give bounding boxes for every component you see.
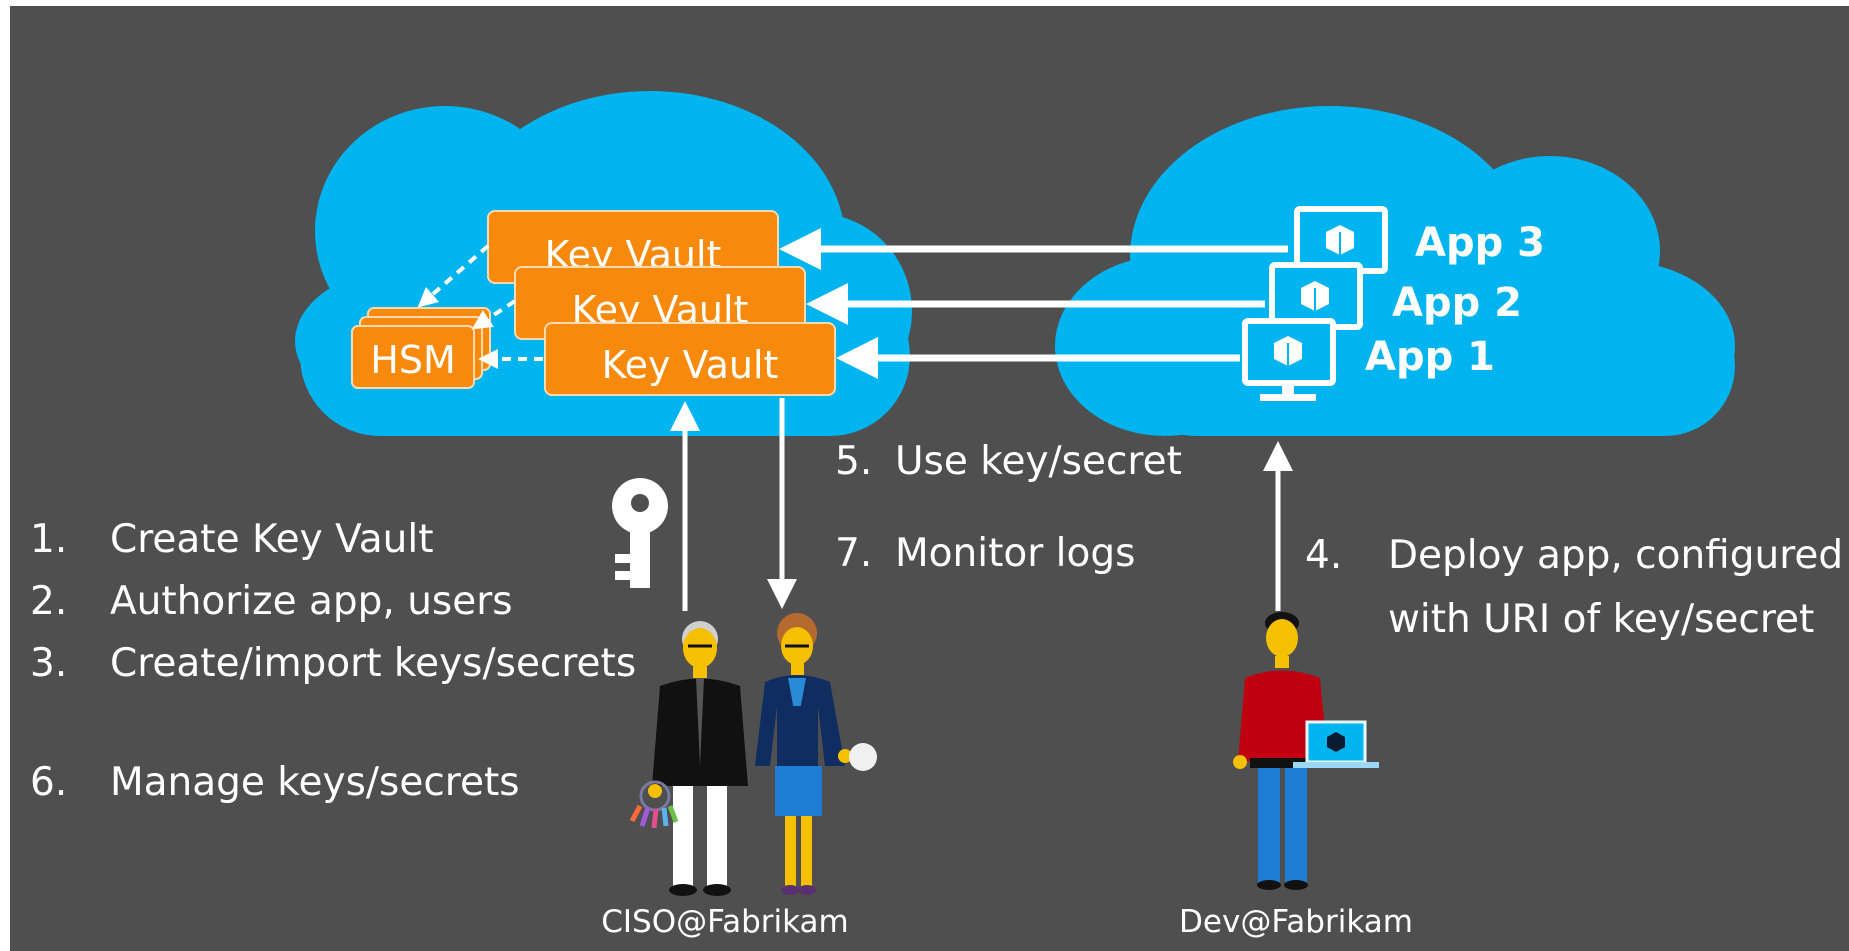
steps-middle: 5. Use key/secret 7. Monitor logs (835, 439, 1182, 576)
app-to-vault-arrows (779, 228, 1288, 379)
laptop-icon (1293, 720, 1379, 768)
key-vault-1: Key Vault (544, 322, 836, 396)
step-6-number: 6. (30, 760, 67, 805)
step-1-text: Create Key Vault (110, 517, 433, 562)
ciso-woman-figure (755, 613, 877, 895)
step-7-number: 7. (835, 531, 872, 576)
key-vault-1-label: Key Vault (602, 343, 779, 387)
dashed-arrow-vault3-hsm (417, 244, 490, 308)
vertical-arrows (670, 398, 1293, 611)
right-cloud (1055, 106, 1735, 436)
key-icon (612, 478, 668, 588)
monitor-icon-app2 (1269, 262, 1363, 330)
steps-right: 4. Deploy app, configured with URI of ke… (1305, 533, 1843, 642)
app-1-label: App 1 (1365, 334, 1495, 380)
hsm-label: HSM (370, 338, 455, 382)
step-5-number: 5. (835, 439, 872, 484)
step-3-number: 3. (30, 641, 67, 686)
dev-figure (1233, 612, 1328, 890)
step-6-text: Manage keys/secrets (110, 760, 520, 805)
keychain-icon (629, 780, 679, 829)
step-2-text: Authorize app, users (110, 579, 513, 624)
hsm-stack: HSM (351, 307, 491, 389)
vault-to-hsm-arrows (417, 244, 543, 369)
step-7-text: Monitor logs (895, 531, 1135, 576)
step-3-text: Create/import keys/secrets (110, 641, 636, 686)
ciso-man-figure (648, 621, 748, 896)
step-5-text: Use key/secret (895, 439, 1182, 484)
step-1-number: 1. (30, 517, 67, 562)
diagram-canvas: HSM Key Vault Key Vault Key Vault App 3 … (10, 6, 1849, 951)
step-4-line2: with URI of key/secret (1388, 597, 1814, 642)
monitor-icon-app1 (1242, 318, 1336, 401)
step-4-line1: Deploy app, configured (1388, 533, 1843, 578)
app-3-label: App 3 (1415, 220, 1545, 266)
app-2-label: App 2 (1392, 280, 1522, 326)
dev-label: Dev@Fabrikam (1179, 904, 1413, 940)
steps-left: 1. Create Key Vault 2. Authorize app, us… (30, 517, 636, 805)
step-4-number: 4. (1305, 533, 1342, 578)
dashed-arrow-vault2-hsm (471, 299, 517, 330)
step-2-number: 2. (30, 579, 67, 624)
ciso-label: CISO@Fabrikam (601, 904, 849, 940)
